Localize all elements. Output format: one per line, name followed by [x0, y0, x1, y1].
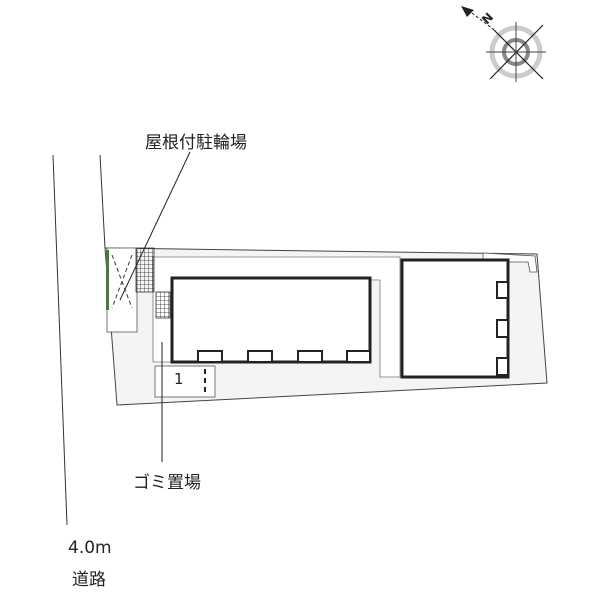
building-1: [170, 276, 372, 364]
leader-bicycle: [119, 151, 191, 301]
bicycle-shelter: [106, 247, 171, 333]
road-width-label: 4.0m: [68, 538, 112, 558]
compass-rose-icon: N: [461, 6, 546, 82]
north-label: N: [479, 10, 496, 27]
bicycle-parking-label: 屋根付駐輪場: [145, 133, 247, 153]
walkway: [152, 256, 401, 378]
road-label: 道路: [72, 570, 106, 590]
garbage-area-label: ゴミ置場: [133, 473, 201, 493]
road-edge-left: [52, 154, 68, 526]
road-edge-right: [99, 154, 106, 249]
building-2: [400, 258, 510, 379]
parking-number: 1: [174, 370, 184, 388]
parking-space-1: [154, 365, 216, 398]
